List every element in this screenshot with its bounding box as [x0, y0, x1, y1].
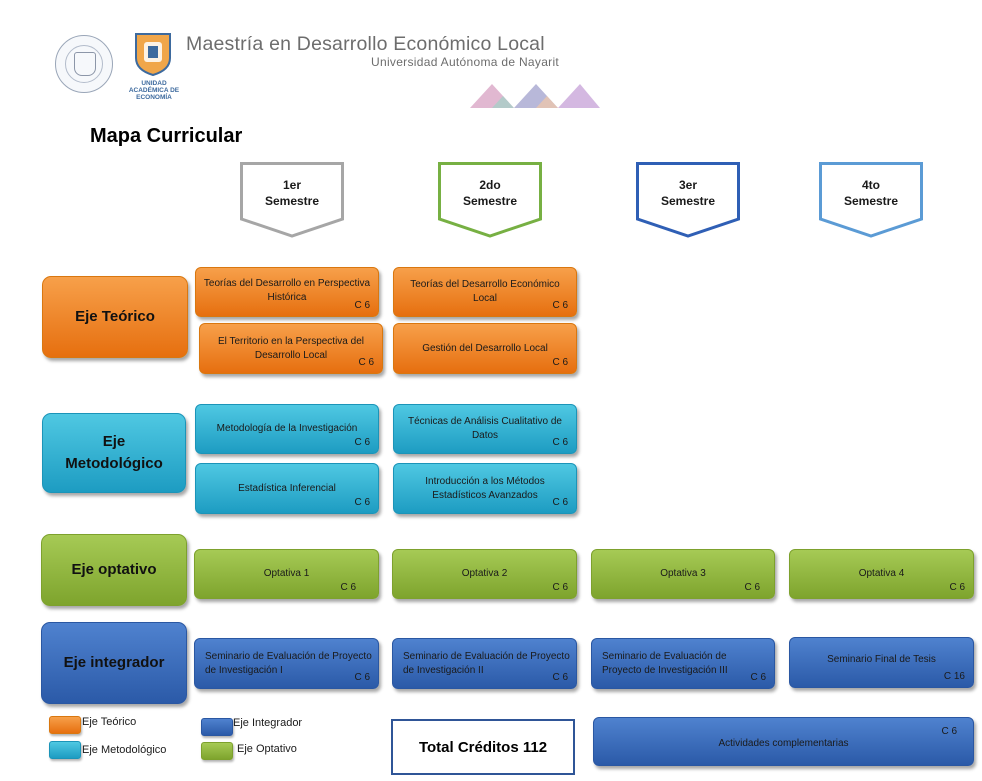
course-credits: C 6 — [354, 497, 370, 508]
semester-word: Semestre — [264, 194, 320, 208]
course-credits: C 6 — [750, 672, 766, 683]
course-credits: C 16 — [943, 671, 965, 682]
legend-swatch-optativo — [201, 742, 233, 760]
course-box: Seminario de Evaluación de Proyecto de I… — [194, 638, 379, 689]
course-credits: C 6 — [552, 582, 568, 593]
program-title: Maestría en Desarrollo Económico Local — [186, 33, 545, 55]
legend-label-teorico: Eje Teórico — [82, 716, 137, 728]
course-box: Teorías del Desarrollo Económico Local C… — [393, 267, 577, 317]
course-box: Seminario Final de Tesis C 16 — [789, 637, 974, 688]
course-credits: C 6 — [552, 357, 568, 368]
course-box: Introducción a los Métodos Estadísticos … — [393, 463, 577, 514]
course-box: Gestión del Desarrollo Local C 6 — [393, 323, 577, 374]
axis-label: Eje optativo — [71, 561, 157, 578]
university-name: Universidad Autónoma de Nayarit — [371, 55, 560, 69]
course-box: Seminario de Evaluación de Proyecto de I… — [392, 638, 577, 689]
course-name: Seminario de Evaluación de Proyecto de I… — [205, 650, 372, 676]
axis-label: Eje Teórico — [75, 308, 155, 325]
course-box: Teorías del Desarrollo en Perspectiva Hi… — [195, 267, 379, 317]
course-box: Técnicas de Análisis Cualitativo de Dato… — [393, 404, 577, 454]
course-name: El Territorio en la Perspectiva del Desa… — [218, 335, 364, 361]
axis-integrador: Eje integrador — [41, 622, 187, 704]
course-name: Estadística Inferencial — [238, 482, 336, 494]
semester-number: 4to — [862, 178, 880, 192]
axis-metodologico: Eje Metodológico — [42, 413, 186, 493]
course-credits: C 6 — [941, 726, 957, 737]
course-name: Optativa 4 — [858, 568, 905, 579]
axis-optativo: Eje optativo — [41, 534, 187, 606]
course-name: Seminario de Evaluación de Proyecto de I… — [403, 650, 570, 676]
course-name: Optativa 3 — [660, 568, 706, 579]
course-box: Actividades complementarias C 6 — [593, 717, 974, 766]
unit-caption: UNIDAD ACADÉMICA DE ECONOMÍA — [128, 80, 180, 101]
course-credits: C 6 — [552, 497, 568, 508]
course-box: Metodología de la Investigación C 6 — [195, 404, 379, 454]
course-credits: C 6 — [354, 672, 370, 683]
course-credits: C 6 — [552, 672, 568, 683]
course-credits: C 6 — [358, 357, 374, 368]
course-name: Técnicas de Análisis Cualitativo de Dato… — [408, 416, 562, 441]
course-box: Seminario de Evaluación de Proyecto de I… — [591, 638, 775, 689]
semester-number: 1er — [282, 178, 302, 192]
course-credits: C 6 — [949, 582, 965, 593]
legend-swatch-teorico — [49, 716, 81, 734]
course-credits: C 6 — [744, 582, 760, 593]
course-box: Optativa 1 C 6 — [194, 549, 379, 599]
economia-shield-logo — [133, 32, 173, 77]
seal-emblem-icon — [74, 52, 96, 76]
course-name: Metodología de la Investigación — [216, 423, 358, 434]
total-credits-box: Total Créditos 112 — [391, 719, 575, 775]
course-name: Gestión del Desarrollo Local — [422, 342, 548, 354]
course-credits: C 6 — [340, 582, 356, 593]
course-box: Optativa 4 C 6 — [789, 549, 974, 599]
course-name: Seminario de Evaluación de Proyecto de I… — [602, 650, 728, 676]
decorative-triangles — [470, 80, 600, 108]
semester-word: Semestre — [660, 194, 716, 208]
course-credits: C 6 — [552, 437, 568, 448]
legend-swatch-metodologico — [49, 741, 81, 759]
semester-word: Semestre — [462, 194, 518, 208]
semester-word: Semestre — [843, 194, 899, 208]
course-name: Introducción a los Métodos Estadísticos … — [425, 475, 545, 501]
course-name: Seminario Final de Tesis — [827, 653, 936, 665]
course-name: Optativa 2 — [461, 568, 508, 579]
course-name: Teorías del Desarrollo Económico Local — [410, 279, 560, 304]
course-box: El Territorio en la Perspectiva del Desa… — [199, 323, 383, 374]
legend-label-integrador: Eje Integrador — [233, 717, 303, 729]
course-box: Optativa 2 C 6 — [392, 549, 577, 599]
course-credits: C 6 — [354, 437, 370, 448]
university-seal-logo — [55, 35, 113, 93]
seal-inner-ring — [65, 45, 103, 83]
legend-swatch-integrador — [201, 718, 233, 736]
semester-number: 3er — [678, 178, 698, 192]
legend-label-metodologico: Eje Metodológico — [82, 744, 167, 756]
course-box: Optativa 3 C 6 — [591, 549, 775, 599]
legend-label-optativo: Eje Optativo — [237, 743, 297, 755]
course-credits: C 6 — [552, 300, 568, 311]
axis-label: Eje integrador — [63, 654, 165, 671]
course-name: Teorías del Desarrollo en Perspectiva Hi… — [203, 278, 371, 303]
map-title: Mapa Curricular — [90, 125, 243, 147]
course-name: Optativa 1 — [263, 568, 310, 579]
course-name: Actividades complementarias — [718, 737, 849, 749]
course-credits: C 6 — [354, 300, 370, 311]
axis-label: Eje Metodológico — [65, 433, 163, 472]
total-credits-label: Total Créditos 112 — [418, 738, 548, 756]
axis-teorico: Eje Teórico — [42, 276, 188, 358]
course-box: Estadística Inferencial C 6 — [195, 463, 379, 514]
semester-number: 2do — [479, 178, 501, 192]
